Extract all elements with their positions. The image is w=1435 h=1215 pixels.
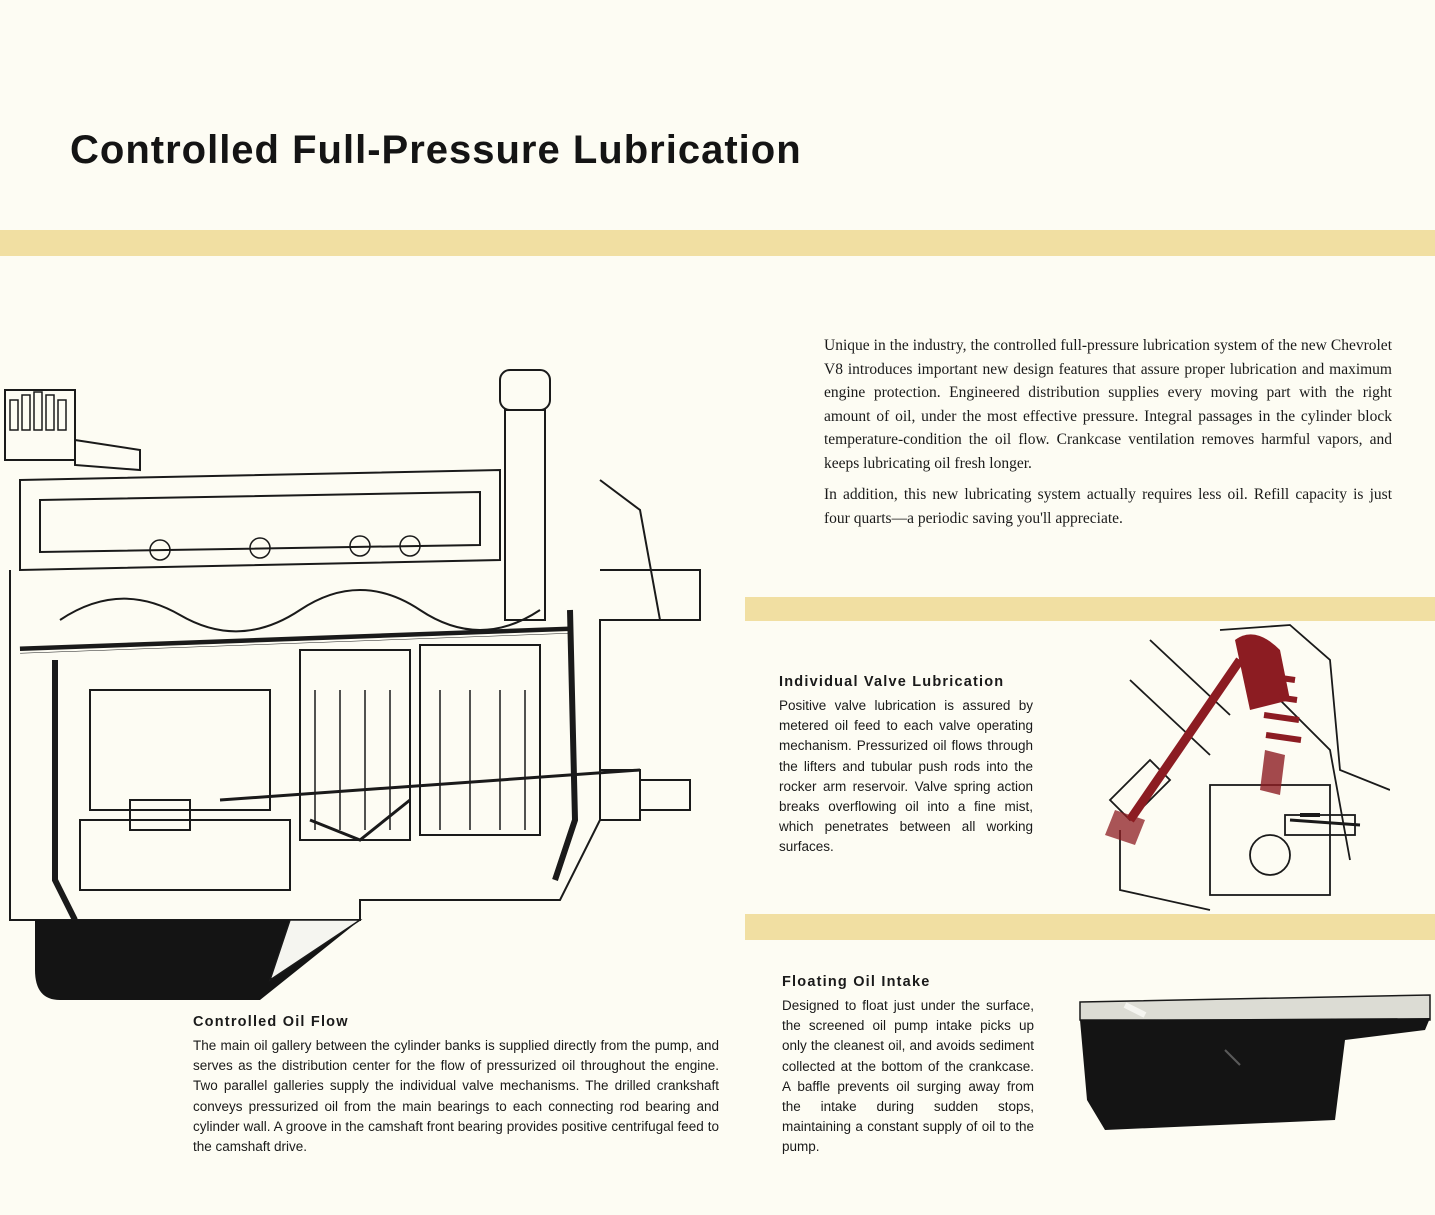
intro-paragraph-1: Unique in the industry, the controlled f… [824, 337, 1392, 472]
oil-pan-intake-illustration [1079, 994, 1431, 1130]
engine-cutaway-illustration [4, 369, 701, 1000]
accent-band-middle [745, 597, 1435, 621]
valve-lubrication-heading: Individual Valve Lubrication [779, 674, 1005, 690]
controlled-oil-flow-heading: Controlled Oil Flow [193, 1014, 349, 1030]
page-title: Controlled Full-Pressure Lubrication [70, 128, 802, 172]
floating-oil-intake-section: Floating Oil Intake Designed to float ju… [782, 972, 1034, 1158]
accent-band-top [0, 230, 1435, 256]
controlled-oil-flow-section: Controlled Oil Flow The main oil gallery… [193, 1012, 719, 1157]
intro-text: Unique in the industry, the controlled f… [824, 334, 1392, 538]
floating-oil-intake-heading: Floating Oil Intake [782, 974, 931, 990]
intro-paragraph-2: In addition, this new lubricating system… [824, 486, 1392, 527]
controlled-oil-flow-text: The main oil gallery between the cylinde… [193, 1038, 719, 1155]
valve-lubrication-text: Positive valve lubrication is assured by… [779, 698, 1033, 855]
valve-lubrication-illustration [1105, 624, 1390, 911]
valve-lubrication-section: Individual Valve Lubrication Positive va… [779, 672, 1033, 858]
accent-band-lower [745, 914, 1435, 940]
floating-oil-intake-text: Designed to float just under the surface… [782, 998, 1034, 1155]
